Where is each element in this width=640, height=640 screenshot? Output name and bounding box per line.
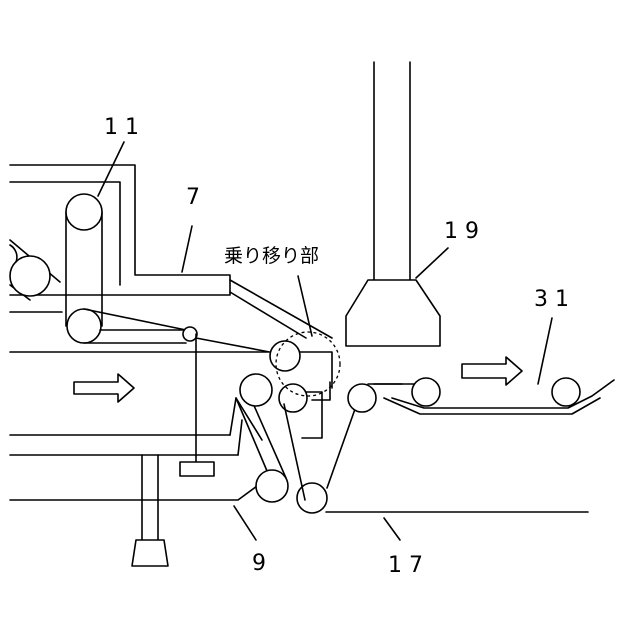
tray-conveyor-31 [374,378,614,414]
leader-7 [182,226,192,272]
label-17: 1 7 [388,553,423,578]
leg-foot [132,540,168,566]
tray-roller-left [412,378,440,406]
chute-lower-edge [230,292,306,338]
transfer-roller-top [270,341,300,371]
label-transfer-section: 乗り移り部 [224,245,319,267]
left-partial-arc [10,245,17,262]
leader-9 [234,506,256,540]
lower-roller-left [256,470,288,502]
belt-11 [66,194,102,343]
hopper-head [346,280,440,346]
leader-19 [416,248,448,278]
tension-weight [180,462,214,476]
label-9: 9 [252,551,266,576]
transfer-belt-left [236,398,270,478]
label-11: 1 1 [104,115,139,140]
leader-lines [98,142,552,540]
transfer-roller-left [240,374,272,406]
transfer-chute [230,280,332,338]
label-19: 1 9 [444,219,479,244]
left-partial-mechanism [10,240,60,300]
support-leg [132,455,168,566]
flow-arrow-left [74,374,134,402]
leader-31 [538,318,552,384]
chute-upper-edge [230,280,332,338]
flow-arrow-right [462,357,522,385]
frame-bottom-line [10,478,268,500]
belt-11-top-roller [66,194,102,230]
leader-transfer [298,276,312,336]
label-31: 3 1 [534,287,569,312]
tray-roller-right [552,378,580,406]
small-pulley [183,327,197,341]
label-7: 7 [186,185,200,210]
belt-11-bottom-roller [67,309,101,343]
belt-17 [284,384,588,512]
main-conveyor-frame [10,352,268,500]
transfer-wedge-inner [238,420,242,455]
hopper-19 [346,62,440,346]
leader-17 [384,518,400,540]
transfer-roller-mid [279,384,307,412]
belt-17-head-roller [348,384,376,412]
transfer-bracket-inner [312,382,330,400]
